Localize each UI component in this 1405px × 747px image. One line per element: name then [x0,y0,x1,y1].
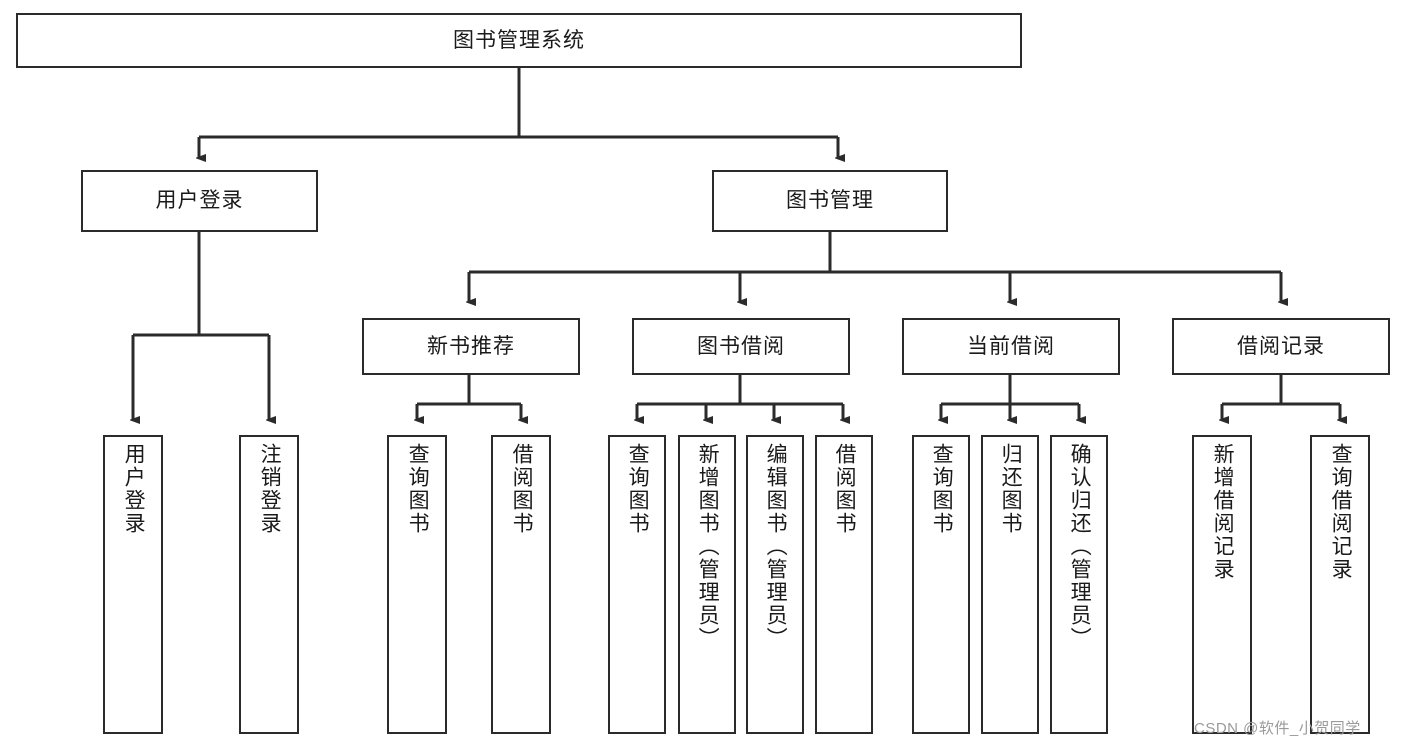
leaf-label: 新增图书（管理员） [696,443,720,650]
node-book-borrow[interactable]: 图书借阅 [632,318,850,375]
leaf-label: 编辑图书（管理员） [764,443,788,650]
leaf-label: 确认归还（管理员） [1068,443,1092,650]
leaf-query-books-current[interactable]: 查询图书 [912,435,970,734]
leaf-query-books-borrow[interactable]: 查询图书 [608,435,666,734]
leaf-label: 借阅图书 [833,443,857,535]
node-book-management[interactable]: 图书管理 [712,170,948,232]
leaf-borrow-books-recommend[interactable]: 借阅图书 [491,435,551,734]
node-label: 图书管理 [786,189,874,213]
leaf-label: 注销登录 [258,443,282,535]
leaf-logout-login[interactable]: 注销登录 [239,435,299,734]
node-current-borrow[interactable]: 当前借阅 [902,318,1120,375]
leaf-label: 新增借阅记录 [1211,443,1235,581]
leaf-label: 查询借阅记录 [1329,443,1353,581]
leaf-confirm-return-admin[interactable]: 确认归还（管理员） [1050,435,1108,734]
leaf-add-borrow-record[interactable]: 新增借阅记录 [1192,435,1252,734]
leaf-borrow-books[interactable]: 借阅图书 [815,435,873,734]
node-label: 借阅记录 [1237,334,1325,358]
leaf-return-books[interactable]: 归还图书 [981,435,1039,734]
node-root-book-management-system[interactable]: 图书管理系统 [16,13,1022,68]
node-label: 图书借阅 [697,334,785,358]
leaf-label: 查询图书 [406,443,430,535]
leaf-label: 查询图书 [626,443,650,535]
node-label: 用户登录 [155,189,244,213]
leaf-label: 借阅图书 [510,443,534,535]
node-new-book-recommend[interactable]: 新书推荐 [362,318,580,375]
leaf-label: 归还图书 [999,443,1023,535]
leaf-label: 查询图书 [930,443,954,535]
watermark-text: CSDN @软件_小贺同学 [1194,720,1361,737]
node-user-login[interactable]: 用户登录 [81,170,318,232]
node-label: 图书管理系统 [453,28,585,52]
node-label: 当前借阅 [967,334,1055,358]
leaf-label: 用户登录 [122,443,146,535]
leaf-user-login[interactable]: 用户登录 [103,435,163,734]
node-label: 新书推荐 [427,334,515,358]
node-borrow-records[interactable]: 借阅记录 [1172,318,1390,375]
leaf-edit-book-admin[interactable]: 编辑图书（管理员） [746,435,804,734]
leaf-query-borrow-record[interactable]: 查询借阅记录 [1310,435,1370,734]
leaf-query-books-recommend[interactable]: 查询图书 [387,435,447,734]
leaf-add-book-admin[interactable]: 新增图书（管理员） [678,435,736,734]
